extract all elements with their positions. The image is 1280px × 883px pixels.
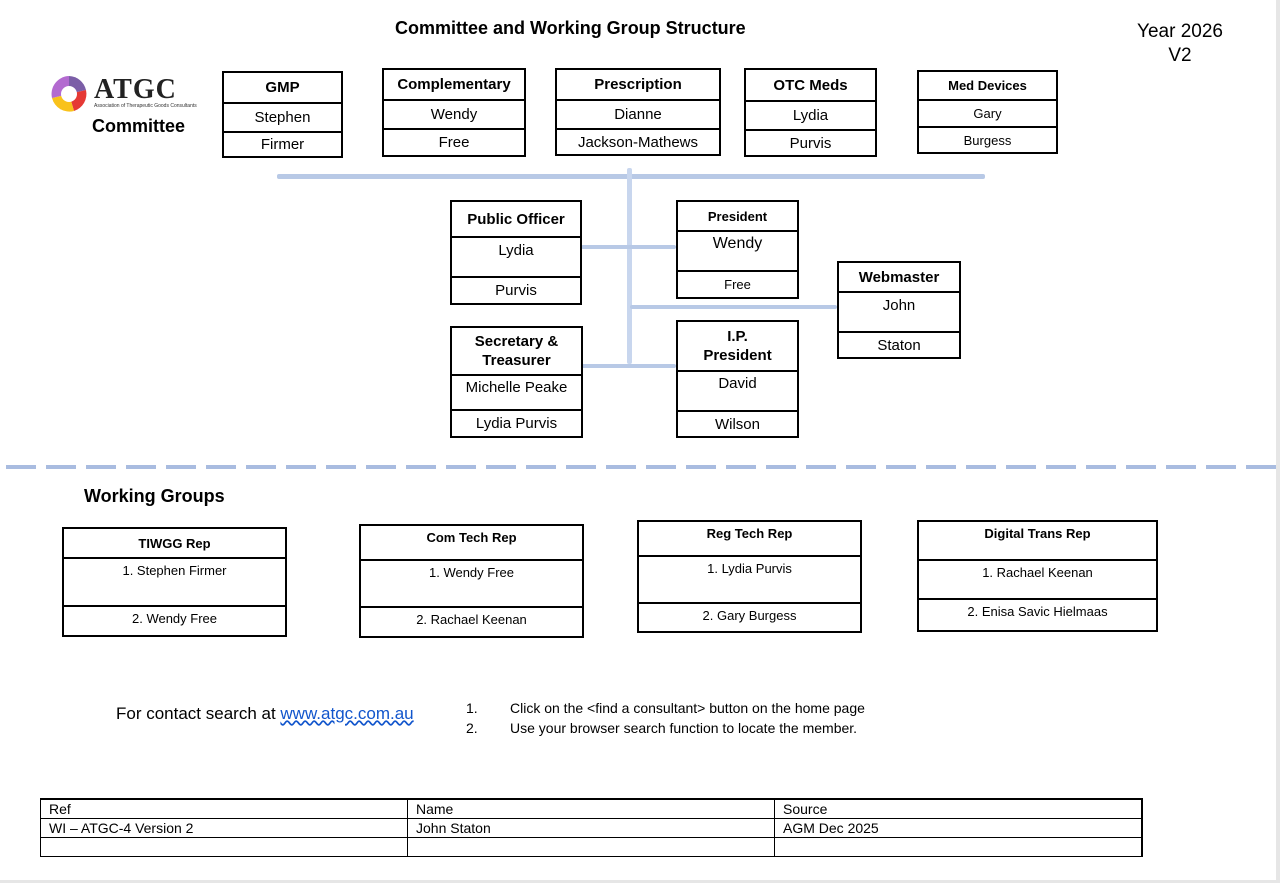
group-member-2: 2. Rachael Keenan [361, 606, 582, 636]
box-last-name: Free [384, 128, 524, 155]
group-member-2: 2. Enisa Savic Hielmaas [919, 598, 1156, 630]
version-label: V2 [1168, 45, 1192, 66]
working-group-box-reg-tech: Reg Tech Rep 1. Lydia Purvis 2. Gary Bur… [637, 520, 862, 633]
header-name: Name [407, 798, 775, 819]
step-number: 2. [466, 720, 478, 736]
atgc-logo-icon [51, 76, 87, 112]
box-title: President [707, 208, 768, 224]
officer-box-ip-president: I.P. President David Wilson [676, 320, 799, 438]
box-first-name: Dianne [557, 99, 719, 128]
box-title: Complementary [397, 76, 511, 93]
box-title: Reg Tech Rep [706, 526, 793, 541]
box-title: Com Tech Rep [426, 530, 517, 545]
page-edge-bottom [0, 880, 1280, 883]
box-first-name: Stephen [224, 102, 341, 131]
working-group-box-digital-trans: Digital Trans Rep 1. Rachael Keenan 2. E… [917, 520, 1158, 632]
officer-box-president: President Wendy Free [676, 200, 799, 299]
step-text: Click on the <find a consultant> button … [510, 700, 865, 716]
document-control-table: Ref Name Source WI – ATGC-4 Version 2 Jo… [40, 798, 1143, 857]
group-member-1: 1. Stephen Firmer [64, 557, 285, 605]
cell-empty [40, 837, 408, 857]
box-first-name: David [678, 370, 797, 410]
page-edge-right [1276, 0, 1280, 883]
box-last-name: Burgess [919, 126, 1056, 152]
contact-line: For contact search at www.atgc.com.au [116, 704, 414, 724]
box-first-name: Wendy [678, 230, 797, 270]
logo-tagline: Association of Therapeutic Goods Consult… [94, 103, 197, 109]
box-last-name: Purvis [452, 276, 580, 303]
step-item: 1. Click on the <find a consultant> butto… [466, 698, 865, 718]
working-group-box-tiwgg: TIWGG Rep 1. Stephen Firmer 2. Wendy Fre… [62, 527, 287, 637]
connector-webmaster [630, 305, 837, 309]
committee-box-complementary: Complementary Wendy Free [382, 68, 526, 157]
step-number: 1. [466, 700, 478, 716]
connector-public-officer [581, 245, 676, 249]
year-version: Year 2026 V2 [1120, 20, 1240, 68]
box-first-name: Gary [919, 99, 1056, 126]
connector-secretary [581, 364, 676, 368]
table-row: WI – ATGC-4 Version 2 John Staton AGM De… [40, 818, 1143, 838]
website-link[interactable]: www.atgc.com.au [280, 704, 414, 723]
step-item: 2. Use your browser search function to lo… [466, 718, 865, 738]
group-member-2: 2. Wendy Free [64, 605, 285, 635]
logo-wordmark: ATGC [94, 74, 177, 105]
box-title: Digital Trans Rep [984, 526, 1091, 541]
box-last-name: Purvis [746, 129, 875, 155]
group-member-1: 1. Lydia Purvis [639, 555, 860, 602]
box-title: Public Officer [467, 210, 565, 228]
box-last-name: Jackson-Mathews [557, 128, 719, 154]
committee-box-med-devices: Med Devices Gary Burgess [917, 70, 1058, 154]
working-groups-heading: Working Groups [84, 486, 225, 506]
officer-box-webmaster: Webmaster John Staton [837, 261, 961, 359]
box-first-name: Lydia [746, 100, 875, 129]
cell-ref: WI – ATGC-4 Version 2 [40, 818, 408, 838]
box-title: Med Devices [948, 78, 1027, 93]
group-member-1: 1. Rachael Keenan [919, 559, 1156, 598]
main-vertical-connector [627, 168, 632, 364]
committee-box-gmp: GMP Stephen Firmer [222, 71, 343, 158]
box-title: Secretary & Treasurer [474, 333, 559, 369]
page-title: Committee and Working Group Structure [395, 18, 746, 38]
group-member-2: 2. Gary Burgess [639, 602, 860, 631]
cell-empty [407, 837, 775, 857]
cell-source: AGM Dec 2025 [774, 818, 1143, 838]
year-label: Year 2026 [1137, 21, 1223, 42]
box-title: Webmaster [858, 268, 940, 286]
working-group-box-com-tech: Com Tech Rep 1. Wendy Free 2. Rachael Ke… [359, 524, 584, 638]
committee-box-prescription: Prescription Dianne Jackson-Mathews [555, 68, 721, 156]
box-last-name: Free [678, 270, 797, 297]
box-last-name: Wilson [678, 410, 797, 436]
officer-box-secretary-treasurer: Secretary & Treasurer Michelle Peake Lyd… [450, 326, 583, 438]
header-source: Source [774, 798, 1143, 819]
committee-box-otc-meds: OTC Meds Lydia Purvis [744, 68, 877, 157]
box-first-name: John [839, 291, 959, 331]
box-last-name: Firmer [224, 131, 341, 156]
box-title: Prescription [594, 76, 682, 93]
cell-name: John Staton [407, 818, 775, 838]
box-title: GMP [265, 79, 300, 96]
contact-text: For contact search at [116, 704, 281, 723]
box-first-name: Michelle Peake [452, 374, 581, 409]
box-last-name: Staton [839, 331, 959, 357]
section-divider [6, 465, 1276, 469]
officer-box-public-officer: Public Officer Lydia Purvis [450, 200, 582, 305]
contact-steps: 1. Click on the <find a consultant> butto… [466, 698, 865, 738]
header-ref: Ref [40, 798, 408, 819]
box-title: I.P. President [703, 328, 772, 364]
table-header-row: Ref Name Source [40, 798, 1143, 819]
step-text: Use your browser search function to loca… [510, 720, 858, 736]
table-row-empty [40, 837, 1143, 857]
committee-caption: Committee [92, 116, 186, 136]
box-first-name: Wendy [384, 99, 524, 128]
group-member-1: 1. Wendy Free [361, 559, 582, 606]
box-title: OTC Meds [773, 76, 848, 94]
box-last-name: Lydia Purvis [452, 409, 581, 436]
box-first-name: Lydia [452, 236, 580, 276]
cell-empty [774, 837, 1143, 857]
box-title: TIWGG Rep [138, 535, 211, 551]
